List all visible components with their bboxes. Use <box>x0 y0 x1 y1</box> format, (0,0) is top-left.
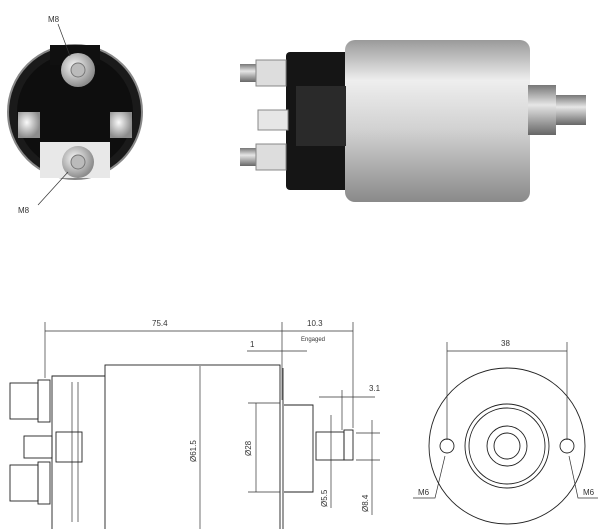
overall-length-dim: 75.4 <box>152 319 168 328</box>
engaged-note: Engaged <box>301 337 325 343</box>
shaft-diameter-dim: Ø5.5 <box>320 489 329 507</box>
photo-side-view <box>240 40 586 202</box>
mount-hole-right <box>559 438 575 454</box>
bottom-terminal-label: M8 <box>18 206 30 215</box>
hole-spacing-dim: 38 <box>501 339 510 348</box>
spade-terminal-left <box>18 112 40 138</box>
photo-end-view: M8 M8 <box>7 15 143 215</box>
top-terminal-label: M8 <box>48 15 60 24</box>
plunger-head-dim: 3.1 <box>369 384 381 393</box>
drawing-side-view: 75.4 10.3 Engaged 1 3.1 Ø61.5 Ø28 Ø5.5 Ø… <box>9 319 381 529</box>
drawing-end-view: 38 M6 M6 <box>413 339 598 525</box>
spade-terminal-right <box>110 112 132 138</box>
flange-diameter-dim: Ø28 <box>244 440 253 456</box>
right-thread-label: M6 <box>583 488 595 497</box>
mount-hole-left <box>439 438 455 454</box>
body-diameter-dim: Ø61.5 <box>189 440 198 462</box>
solenoid-body <box>345 40 530 202</box>
gap-dim: 1 <box>250 340 255 349</box>
plunger <box>556 95 586 125</box>
left-thread-label: M6 <box>418 488 430 497</box>
head-diameter-dim: Ø8.4 <box>361 494 370 512</box>
stroke-dim: 10.3 <box>307 319 323 328</box>
